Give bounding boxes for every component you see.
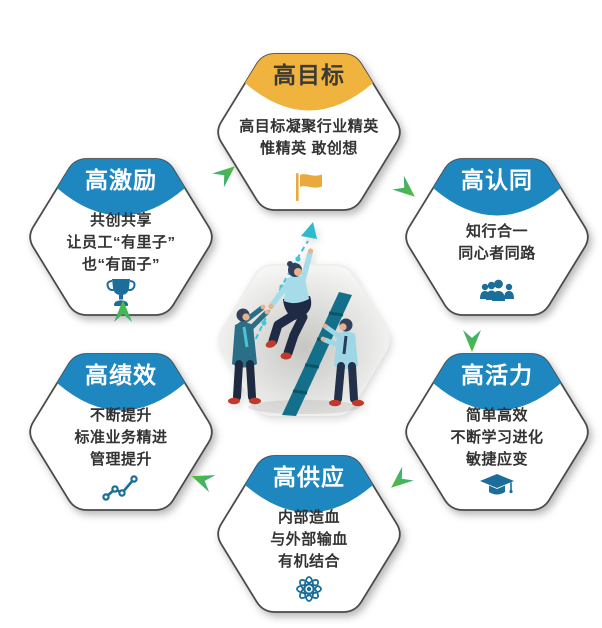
arrow-goal-to-identity: [374, 162, 415, 197]
team-climbing-illustration: [218, 222, 390, 416]
node-title: 高激励: [85, 167, 157, 193]
hex-goal: 高目标 高目标凝聚行业精英 惟精英 敢创想: [213, 48, 405, 216]
flag-icon: [296, 173, 322, 201]
hexagon-shape: [29, 353, 213, 511]
node-description: 不断提升 标准业务精进 管理提升: [74, 407, 168, 468]
header-band: [57, 159, 185, 216]
hex-supply: 高供应 内部造血 与外部输血 有机结合: [213, 450, 405, 618]
hex-performance: 高绩效 不断提升 标准业务精进 管理提升: [25, 348, 217, 516]
node-description: 内部造血 与外部输血 有机结合: [270, 509, 348, 570]
line-chart-icon: [102, 475, 138, 501]
arrow-performance-to-incentive: [114, 300, 132, 353]
node-description: 简单高效 不断学习进化 敏捷应变: [450, 407, 544, 468]
node-description: 共创共享 让员工“有里子” 也“有面子”: [66, 212, 176, 273]
node-title: 高活力: [461, 362, 533, 388]
center-illustration: [206, 213, 402, 425]
node-title: 高供应: [273, 464, 345, 490]
arrow-supply-to-performance: [191, 475, 242, 496]
hexagon-shape: [405, 158, 589, 316]
node-description: 高目标凝聚行业精英 惟精英 敢创想: [239, 118, 379, 157]
hex-vitality: 高活力 简单高效 不断学习进化 敏捷应变: [401, 348, 593, 516]
hexagon-shape: [217, 53, 401, 211]
header-band: [433, 354, 561, 411]
header-band: [433, 159, 561, 216]
atom-icon: [296, 576, 322, 602]
hex-identity: 高认同 知行合一 同心者同路: [401, 153, 593, 321]
helper-left: [228, 304, 270, 405]
arrow-incentive-to-goal: [194, 166, 235, 201]
node-title: 高认同: [461, 167, 533, 193]
arrow-identity-to-vitality: [463, 299, 481, 352]
node-title: 高绩效: [85, 362, 157, 388]
node-description: 知行合一 同心者同路: [458, 223, 536, 262]
header-band: [245, 456, 373, 513]
hex-incentive: 高激励 共创共享 让员工“有里子” 也“有面子”: [25, 153, 217, 321]
hexagon-shape: [29, 158, 213, 316]
node-title: 高目标: [273, 62, 345, 88]
header-band: [245, 54, 373, 111]
helper-right: [320, 318, 364, 407]
hexagon-shape: [405, 353, 589, 511]
graduation-cap-icon: [480, 474, 514, 495]
hexagon-shape: [217, 455, 401, 613]
people-group-icon: [480, 279, 514, 301]
header-band: [57, 354, 185, 411]
climber: [265, 248, 314, 360]
arrow-vitality-to-supply: [391, 453, 432, 488]
ground-shadow: [248, 400, 360, 414]
